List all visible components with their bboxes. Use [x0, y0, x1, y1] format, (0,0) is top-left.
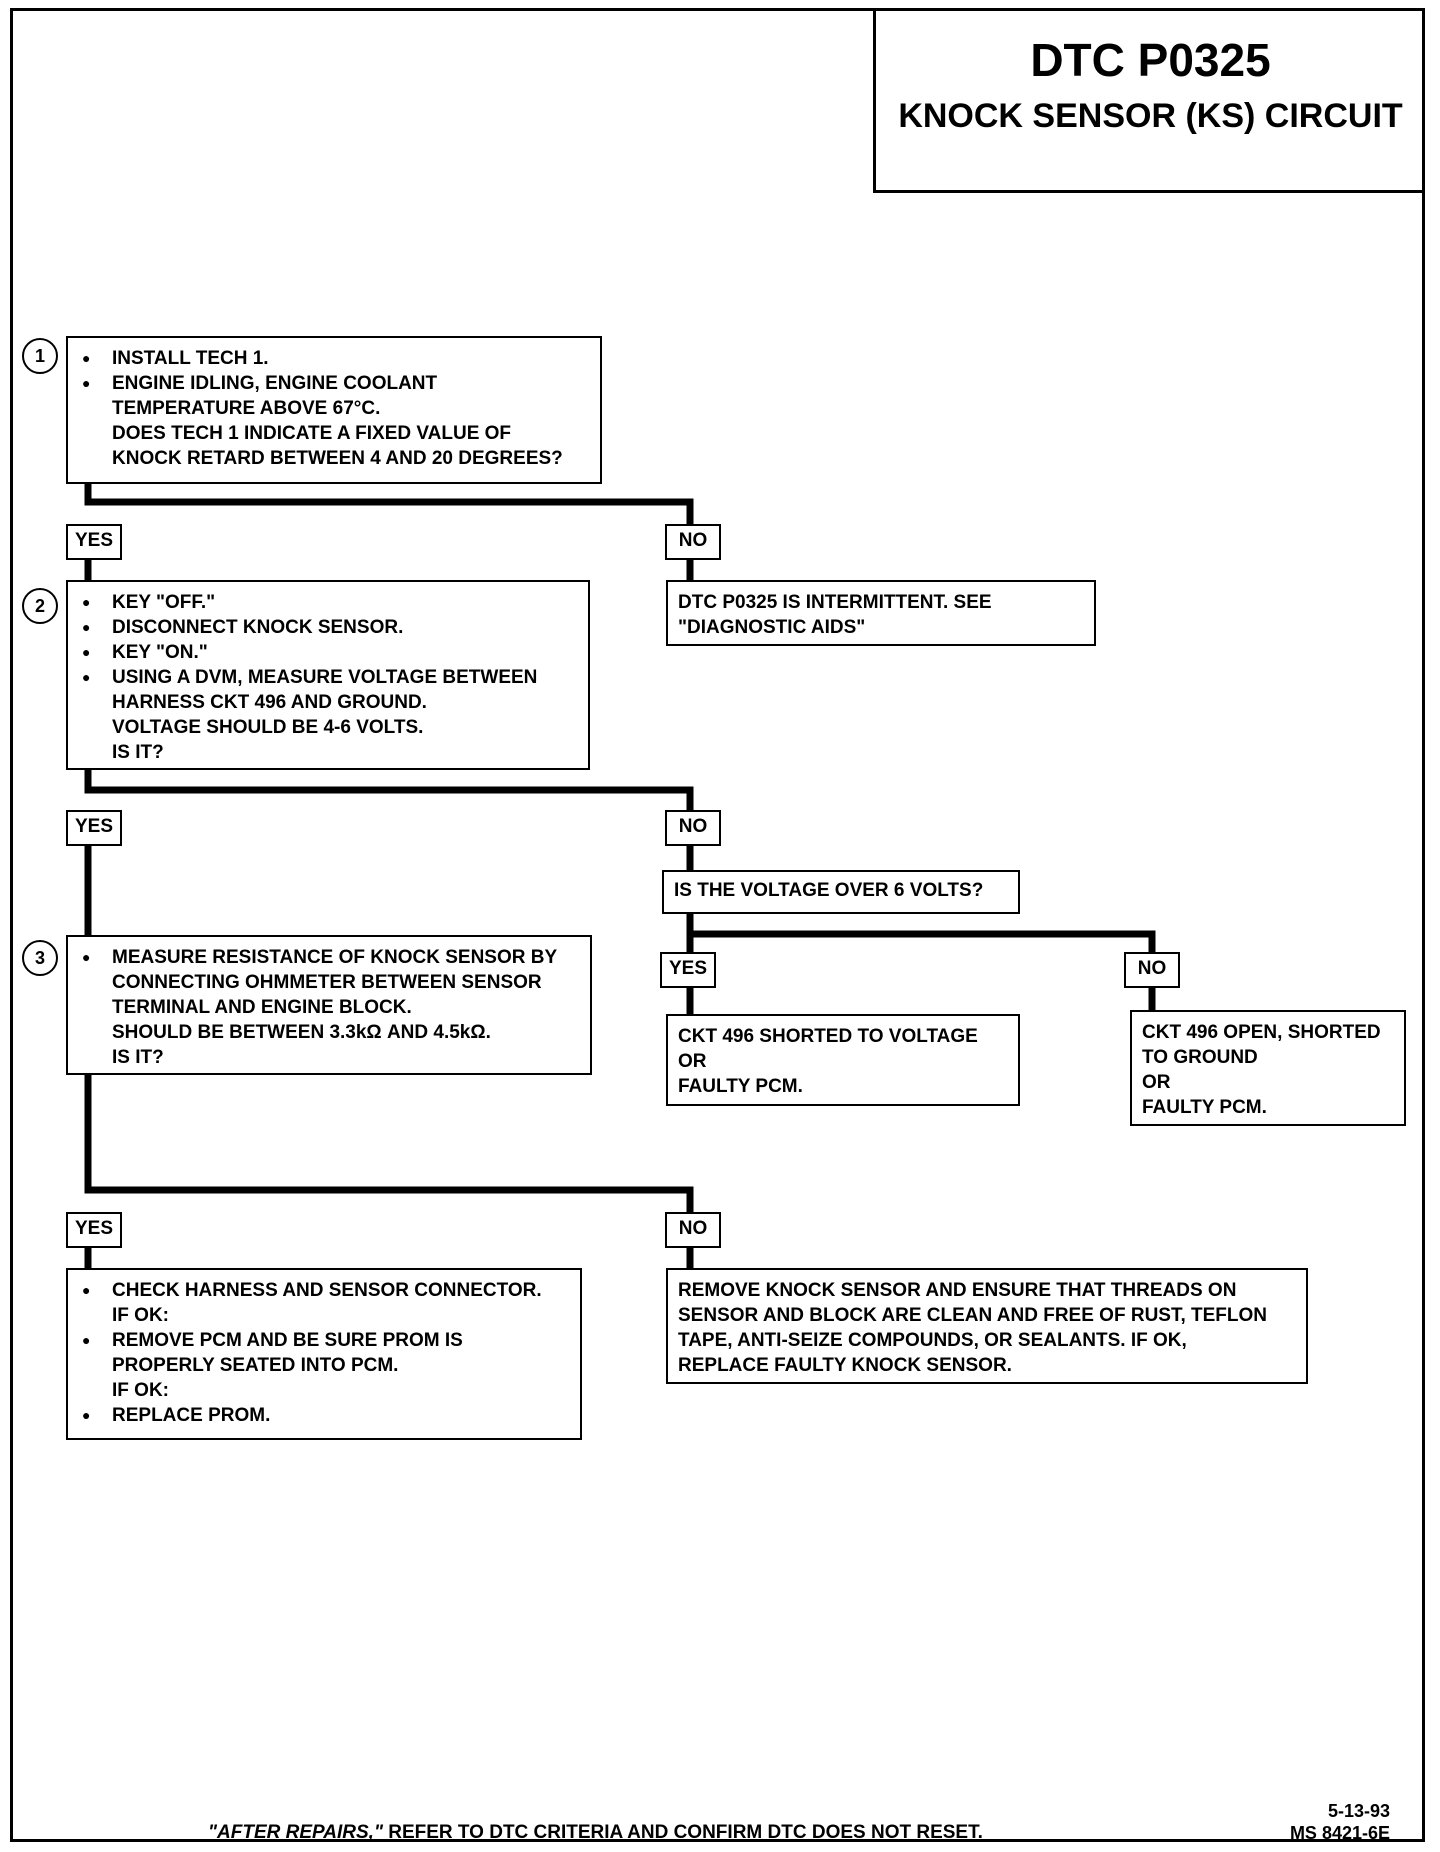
- voltage-yes-label: YES: [660, 952, 716, 988]
- result-line: SENSOR AND BLOCK ARE CLEAN AND FREE OF R…: [678, 1305, 1268, 1326]
- result-line: "DIAGNOSTIC AIDS": [678, 617, 866, 638]
- remove-sensor-box: REMOVE KNOCK SENSOR AND ENSURE THAT THRE…: [666, 1268, 1308, 1384]
- step-1-line: TEMPERATURE ABOVE 67°C.: [112, 398, 381, 419]
- step-2-line: USING A DVM, MEASURE VOLTAGE BETWEEN: [78, 665, 578, 690]
- result-line: FAULTY PCM.: [1142, 1097, 1267, 1118]
- step-3-box: MEASURE RESISTANCE OF KNOCK SENSOR BY CO…: [66, 935, 592, 1075]
- result-line: REPLACE FAULTY KNOCK SENSOR.: [678, 1355, 1012, 1376]
- intermittent-result-box: DTC P0325 IS INTERMITTENT. SEE "DIAGNOST…: [666, 580, 1096, 646]
- step-1-box: INSTALL TECH 1. ENGINE IDLING, ENGINE CO…: [66, 336, 602, 484]
- result-line: TAPE, ANTI-SEIZE COMPOUNDS, OR SEALANTS.…: [678, 1330, 1187, 1351]
- step-3-line: SHOULD BE BETWEEN 3.3kΩ AND 4.5kΩ.: [112, 1022, 491, 1043]
- step-3-line: MEASURE RESISTANCE OF KNOCK SENSOR BY: [78, 945, 580, 970]
- step-2-line: DISCONNECT KNOCK SENSOR.: [78, 615, 578, 640]
- title-block: DTC P0325 KNOCK SENSOR (KS) CIRCUIT: [873, 8, 1425, 193]
- after-repairs-note: "AFTER REPAIRS," REFER TO DTC CRITERIA A…: [208, 1822, 983, 1844]
- step-1-no-label: NO: [665, 524, 721, 560]
- step-1-line: KNOCK RETARD BETWEEN 4 AND 20 DEGREES?: [112, 448, 563, 469]
- step-1-line: DOES TECH 1 INDICATE A FIXED VALUE OF: [112, 423, 512, 444]
- shorted-to-voltage-box: CKT 496 SHORTED TO VOLTAGE OR FAULTY PCM…: [666, 1014, 1020, 1106]
- page-frame: [10, 8, 1425, 1842]
- step-3-line: CONNECTING OHMMETER BETWEEN SENSOR: [112, 972, 542, 993]
- result-line: TO GROUND: [1142, 1047, 1258, 1068]
- dtc-code-title: DTC P0325: [1030, 34, 1271, 86]
- check-harness-box: CHECK HARNESS AND SENSOR CONNECTOR. IF O…: [66, 1268, 582, 1440]
- step-3-line: IS IT?: [112, 1047, 164, 1068]
- check-harness-line: IF OK:: [112, 1305, 169, 1326]
- circuit-name-title: KNOCK SENSOR (KS) CIRCUIT: [898, 97, 1403, 135]
- after-repairs-text: REFER TO DTC CRITERIA AND CONFIRM DTC DO…: [382, 1822, 983, 1843]
- document-date: 5-13-93: [1327, 1801, 1390, 1821]
- step-2-line: KEY "ON.": [78, 640, 578, 665]
- document-id-block: 5-13-93 MS 8421-6E: [1290, 1800, 1390, 1844]
- step-2-line: KEY "OFF.": [78, 590, 578, 615]
- step-2-no-label: NO: [665, 810, 721, 846]
- step-1-line: INSTALL TECH 1.: [78, 346, 590, 371]
- check-harness-line: CHECK HARNESS AND SENSOR CONNECTOR.: [78, 1278, 570, 1303]
- document-code: MS 8421-6E: [1289, 1823, 1390, 1843]
- step-1-number: 1: [22, 338, 58, 374]
- step-1-yes-label: YES: [66, 524, 122, 560]
- step-2-line: IS IT?: [112, 742, 164, 763]
- step-2-yes-label: YES: [66, 810, 122, 846]
- open-shorted-ground-box: CKT 496 OPEN, SHORTED TO GROUND OR FAULT…: [1130, 1010, 1406, 1126]
- voltage-question-text: IS THE VOLTAGE OVER 6 VOLTS?: [674, 880, 984, 901]
- check-harness-line: IF OK:: [112, 1380, 169, 1401]
- check-harness-line: REMOVE PCM AND BE SURE PROM IS: [78, 1328, 570, 1353]
- step-2-line: HARNESS CKT 496 AND GROUND.: [112, 692, 427, 713]
- step-3-line: TERMINAL AND ENGINE BLOCK.: [112, 997, 412, 1018]
- result-line: CKT 496 SHORTED TO VOLTAGE: [678, 1026, 978, 1047]
- step-3-number: 3: [22, 940, 58, 976]
- step-2-number: 2: [22, 588, 58, 624]
- result-line: FAULTY PCM.: [678, 1076, 803, 1097]
- step-2-box: KEY "OFF." DISCONNECT KNOCK SENSOR. KEY …: [66, 580, 590, 770]
- result-line: CKT 496 OPEN, SHORTED: [1142, 1022, 1381, 1043]
- voltage-no-label: NO: [1124, 952, 1180, 988]
- result-line: OR: [678, 1051, 707, 1072]
- step-2-line: VOLTAGE SHOULD BE 4-6 VOLTS.: [112, 717, 424, 738]
- result-line: REMOVE KNOCK SENSOR AND ENSURE THAT THRE…: [678, 1280, 1237, 1301]
- check-harness-line: REPLACE PROM.: [78, 1403, 570, 1428]
- step-3-no-label: NO: [665, 1212, 721, 1248]
- step-3-yes-label: YES: [66, 1212, 122, 1248]
- step-1-line: ENGINE IDLING, ENGINE COOLANT: [78, 371, 590, 396]
- voltage-question-box: IS THE VOLTAGE OVER 6 VOLTS?: [662, 870, 1020, 914]
- after-repairs-emphasis: "AFTER REPAIRS,": [208, 1822, 383, 1843]
- result-line: OR: [1142, 1072, 1171, 1093]
- result-line: DTC P0325 IS INTERMITTENT. SEE: [678, 592, 992, 613]
- check-harness-line: PROPERLY SEATED INTO PCM.: [112, 1355, 399, 1376]
